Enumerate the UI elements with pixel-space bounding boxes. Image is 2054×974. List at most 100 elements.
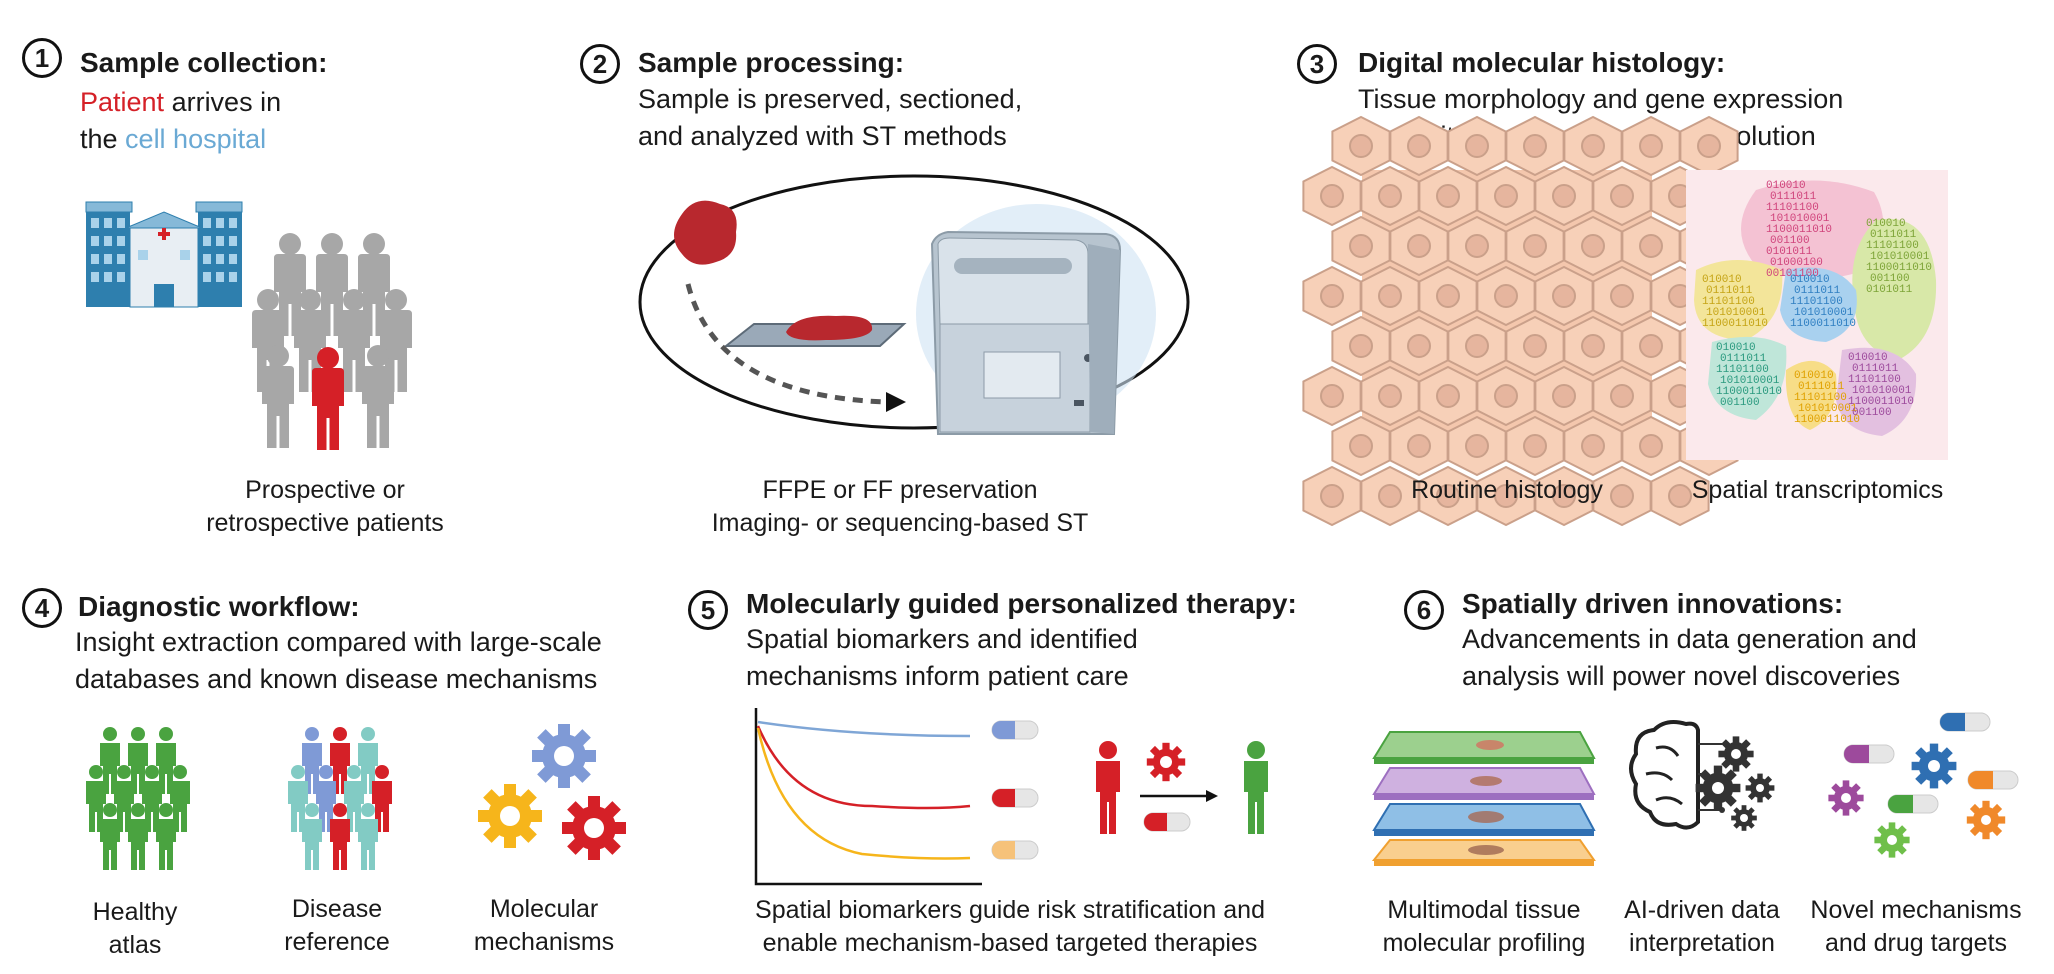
- cell-nucleus: [1668, 484, 1692, 508]
- binary-code-text: 0101011: [1766, 246, 1813, 258]
- cell-nucleus: [1523, 234, 1547, 258]
- binary-code-text: 101010001: [1870, 251, 1930, 263]
- caption-line: Imaging- or sequencing-based ST: [711, 509, 1089, 537]
- spatial-transcriptomics-image: 0100100111011111011001010100011100011010…: [1686, 170, 1948, 460]
- cell-nucleus: [1697, 134, 1721, 158]
- binary-code-text: 010010: [1766, 180, 1806, 192]
- pill-orange-icon: [1967, 770, 2019, 790]
- caption-line: retrospective patients: [206, 509, 444, 537]
- panel-subtitle-line: Patient arrives in: [80, 84, 281, 121]
- curve-red: [756, 725, 971, 810]
- process-arrow: [685, 283, 887, 405]
- caption-molecular-mechanisms: Molecular mechanisms: [464, 893, 624, 959]
- plot-axes: [754, 708, 982, 886]
- binary-code-text: 1100011010: [1790, 318, 1856, 330]
- tissue-section-icon: [786, 315, 873, 341]
- cell-nucleus: [1639, 334, 1663, 358]
- caption-line: FFPE or FF preservation: [762, 476, 1038, 504]
- gear-icon: [1718, 736, 1754, 772]
- cell-nucleus: [1552, 384, 1576, 408]
- cell-nucleus: [1581, 334, 1605, 358]
- cell-nucleus: [1407, 434, 1431, 458]
- cell-nucleus: [1610, 284, 1634, 308]
- pill-blue-icon: [1939, 712, 1991, 732]
- step-number-6: 6: [1404, 590, 1444, 630]
- binary-code-text: 010010: [1702, 274, 1742, 286]
- panel-caption: Spatial biomarkers guide risk stratifica…: [720, 894, 1300, 960]
- sequencer-instrument-icon: [916, 204, 1156, 435]
- cell-nucleus: [1436, 384, 1460, 408]
- binary-code-text: 101010001: [1720, 375, 1780, 387]
- healthy-atlas-icon: [86, 727, 190, 870]
- tissue-layer: [1372, 803, 1596, 836]
- panel-subtitle-line: Insight extraction compared with large-s…: [75, 627, 602, 657]
- caption-routine-histology: Routine histology: [1411, 476, 1603, 504]
- cell-nucleus: [1523, 434, 1547, 458]
- panel-subtitle-line: analysis will power novel discoveries: [1462, 661, 1901, 691]
- cell-nucleus: [1610, 184, 1634, 208]
- panel-subtitle-line: the cell hospital: [80, 121, 266, 158]
- caption-line: enable mechanism-based targeted therapie…: [762, 929, 1258, 957]
- cell-nucleus: [1523, 134, 1547, 158]
- binary-code-text: 0111011: [1870, 229, 1917, 241]
- caption-line: Molecular: [489, 895, 599, 923]
- caption-line: AI-driven data: [1624, 896, 1780, 924]
- binary-code-text: 010010: [1848, 352, 1888, 364]
- gear-icon: [1911, 743, 1957, 789]
- cell-nucleus: [1320, 384, 1344, 408]
- cell-nucleus: [1407, 334, 1431, 358]
- binary-code-text: 0111011: [1720, 353, 1767, 365]
- cell-nucleus: [1349, 234, 1373, 258]
- panel-title: Sample processing:: [638, 47, 905, 78]
- ai-brain-icon: [1629, 720, 1775, 831]
- caption-drug-targets: Novel mechanisms and drug targets: [1806, 894, 2026, 960]
- step-number-3: 3: [1297, 44, 1337, 84]
- cell-nucleus: [1465, 134, 1489, 158]
- binary-code-text: 101010001: [1794, 307, 1854, 319]
- cell-nucleus: [1581, 434, 1605, 458]
- binary-code-text: 010010: [1716, 342, 1756, 354]
- binary-code-text: 11101100: [1848, 374, 1901, 386]
- caption-line: reference: [284, 928, 390, 956]
- cell-nucleus: [1610, 484, 1634, 508]
- step-number-1: 1: [22, 38, 62, 78]
- cell-nucleus: [1465, 434, 1489, 458]
- cell-nucleus: [1639, 434, 1663, 458]
- panel-subtitle-line: and analyzed with ST methods: [638, 121, 1007, 151]
- panel-subtitle-line: mechanisms inform patient care: [746, 661, 1129, 691]
- gear-icon: [1695, 765, 1741, 811]
- panel-title: Sample collection:: [80, 47, 328, 78]
- routine-histology-image: [1302, 115, 1739, 527]
- panel-title: Digital molecular histology:: [1358, 47, 1726, 78]
- caption-disease-reference: Disease reference: [272, 893, 402, 959]
- panel-caption: FFPE or FF preservation Imaging- or sequ…: [680, 474, 1120, 540]
- cell-nucleus: [1465, 234, 1489, 258]
- binary-code-text: 101010001: [1798, 403, 1858, 415]
- binary-code-text: 101010001: [1706, 307, 1766, 319]
- binary-code-text: 001100: [1720, 397, 1760, 409]
- cell-nucleus: [1465, 334, 1489, 358]
- binary-code-text: 1100011010: [1716, 386, 1782, 398]
- binary-code-text: 11101100: [1716, 364, 1769, 376]
- patient-crowd-icon: [252, 233, 412, 450]
- tissue-layer: [1371, 839, 1596, 866]
- cell-nucleus: [1494, 484, 1518, 508]
- curve-blue: [757, 720, 971, 738]
- binary-code-text: 11101100: [1794, 392, 1847, 404]
- molecular-mechanisms-gears-icon: [478, 724, 626, 860]
- binary-code-text: 0111011: [1798, 381, 1845, 393]
- cell-nucleus: [1552, 284, 1576, 308]
- binary-code-text: 11101100: [1790, 296, 1843, 308]
- caption-line: interpretation: [1629, 929, 1775, 957]
- caption-line: Novel mechanisms: [1810, 896, 2022, 924]
- cell-nucleus: [1552, 184, 1576, 208]
- cell-nucleus: [1320, 284, 1344, 308]
- panel-title: Diagnostic workflow:: [78, 591, 360, 622]
- cell-nucleus: [1407, 234, 1431, 258]
- binary-code-text: 1100011010: [1848, 396, 1914, 408]
- gear-icon: [1731, 805, 1757, 831]
- binary-code-text: 11101100: [1702, 296, 1755, 308]
- panel-subtitle-line: Spatial biomarkers and identified: [746, 624, 1138, 654]
- caption-line: Disease: [291, 895, 383, 923]
- highlight-patient: Patient: [80, 87, 165, 117]
